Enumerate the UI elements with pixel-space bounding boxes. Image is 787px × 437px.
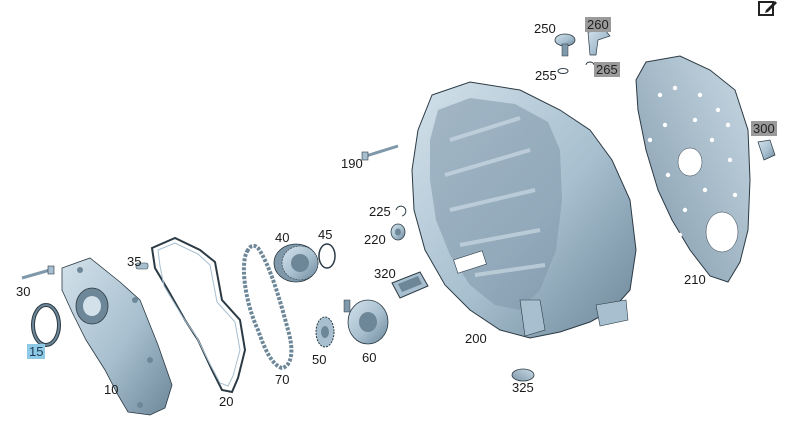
label-part-15[interactable]: 15 — [27, 344, 46, 359]
part-70-chain — [241, 243, 294, 371]
part-15-seal-ring — [31, 303, 61, 347]
part-300-bracket — [757, 139, 776, 161]
label-part-20[interactable]: 20 — [219, 394, 234, 409]
label-part-50[interactable]: 50 — [312, 352, 327, 367]
label-part-320[interactable]: 320 — [374, 266, 396, 281]
label-part-225[interactable]: 225 — [369, 204, 391, 219]
label-part-45[interactable]: 45 — [318, 227, 333, 242]
part-260-fitting — [587, 29, 611, 56]
part-190-bolt — [361, 144, 399, 161]
part-40-gear — [273, 243, 319, 283]
part-200-housing — [411, 81, 637, 339]
label-part-35[interactable]: 35 — [127, 254, 142, 269]
part-220-plug — [390, 223, 406, 241]
part-250-breather — [554, 33, 576, 57]
label-part-300[interactable]: 300 — [751, 121, 777, 136]
label-part-40[interactable]: 40 — [275, 230, 290, 245]
part-255-oring — [557, 68, 569, 74]
label-part-220[interactable]: 220 — [364, 232, 386, 247]
label-part-10[interactable]: 10 — [104, 382, 119, 397]
edit-icon — [758, 1, 777, 16]
part-35-pin — [135, 262, 149, 270]
part-325-cap — [511, 368, 535, 382]
label-part-70[interactable]: 70 — [275, 372, 290, 387]
label-part-265[interactable]: 265 — [594, 62, 620, 77]
part-10-front-cover — [61, 257, 173, 416]
label-part-250[interactable]: 250 — [534, 21, 556, 36]
label-part-30[interactable]: 30 — [16, 284, 31, 299]
part-210-plate — [635, 55, 751, 283]
part-60-pump — [343, 299, 389, 345]
label-part-210[interactable]: 210 — [684, 272, 706, 287]
part-30-bolt — [21, 265, 55, 280]
part-320-cover — [391, 271, 429, 299]
part-225-clip — [395, 205, 407, 217]
label-part-60[interactable]: 60 — [362, 350, 377, 365]
part-20-gasket — [150, 236, 247, 394]
label-part-260[interactable]: 260 — [585, 17, 611, 32]
part-45-ring — [318, 243, 336, 269]
label-part-325[interactable]: 325 — [512, 380, 534, 395]
part-50-sprocket — [315, 316, 335, 348]
label-part-255[interactable]: 255 — [535, 68, 557, 83]
label-part-200[interactable]: 200 — [465, 331, 487, 346]
part-265-clip — [585, 61, 595, 66]
edit-button[interactable] — [758, 0, 778, 16]
label-part-190[interactable]: 190 — [341, 156, 363, 171]
